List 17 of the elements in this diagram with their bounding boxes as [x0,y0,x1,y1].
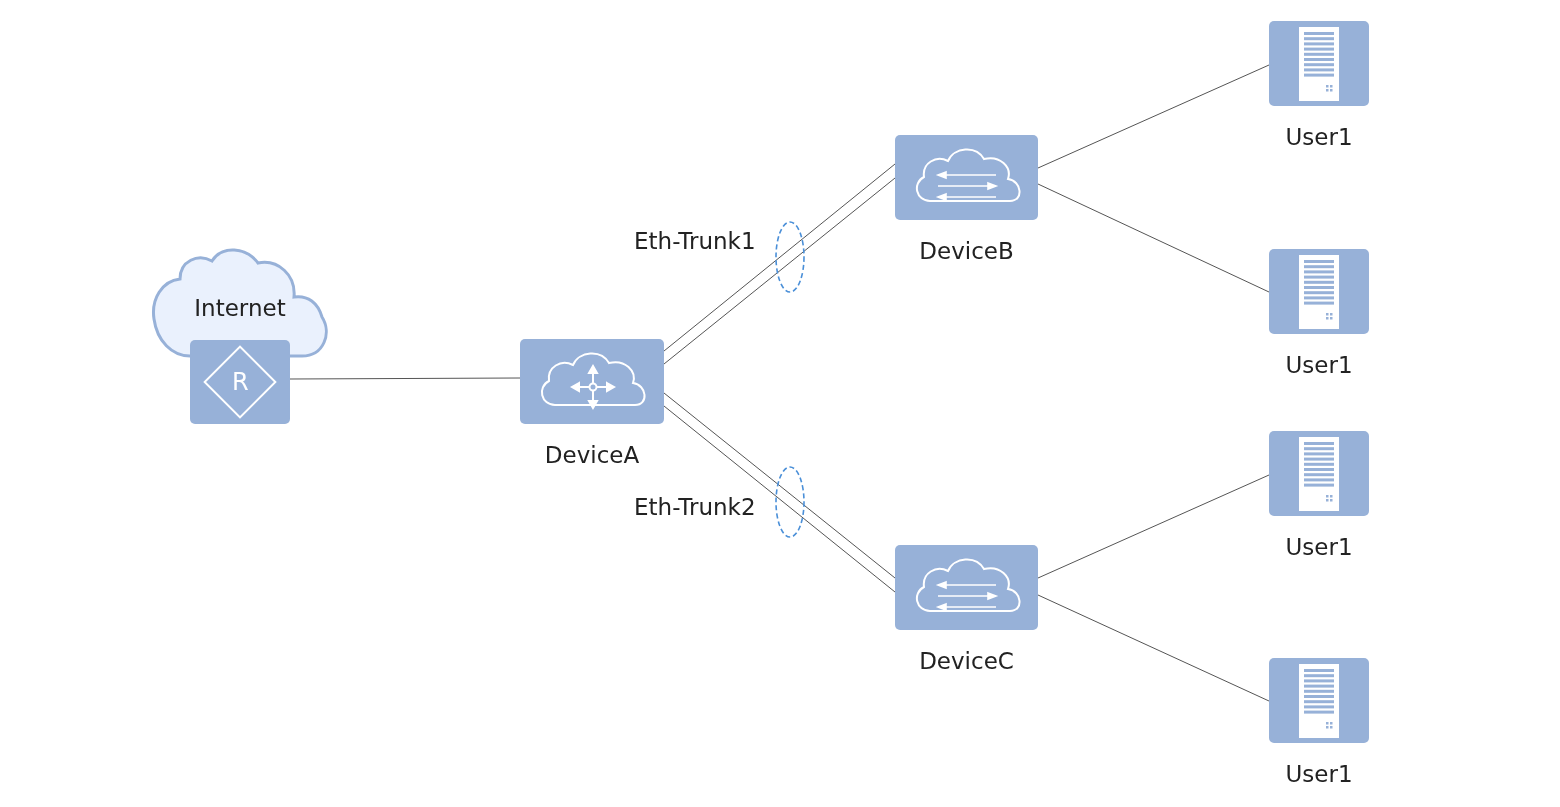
device-label: DeviceB [919,238,1014,266]
link-line [1037,594,1270,702]
trunk-label: Eth-Trunk1 [634,228,756,256]
device-label: User1 [1285,534,1353,562]
device-label: User1 [1285,352,1353,380]
device-label: User1 [1285,761,1353,789]
link-line [1037,64,1270,169]
device-label: DeviceA [544,442,640,470]
cloud-label: Internet [193,295,287,323]
device-label: User1 [1285,124,1353,152]
link-line [289,377,521,380]
router-box [190,340,290,424]
link-line [1037,474,1270,579]
router-letter: R [231,370,249,394]
trunk-label: Eth-Trunk2 [634,494,756,522]
device-label: DeviceC [919,648,1014,676]
link-line [1037,183,1270,293]
